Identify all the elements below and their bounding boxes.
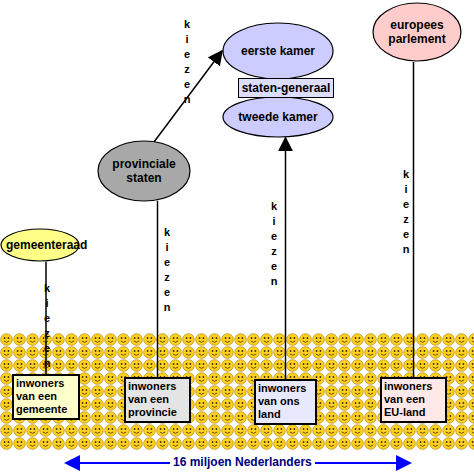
node-text: staten-generaal [242, 81, 331, 95]
population-label: 16 miljoen Nederlanders [170, 455, 315, 469]
citizens-box: inwoners van een provincie [124, 377, 191, 423]
vote-connector [413, 62, 415, 377]
node-text: europees parlement [378, 18, 456, 46]
node-text: gemeenteraad [6, 238, 74, 252]
citizens-box: inwoners van een gemeente [12, 374, 80, 420]
node-text: inwoners van een provincie [128, 380, 187, 419]
chamber-ellipse: tweede kamer [222, 96, 334, 138]
node-text: inwoners van een EU-land [384, 380, 443, 419]
node-text: provinciale staten [103, 157, 185, 185]
node-text: eerste kamer [241, 44, 315, 58]
edge-label: kiezen [181, 18, 192, 108]
smiley-crowd [0, 333, 474, 450]
province-ellipse: provinciale staten [97, 140, 191, 202]
states-general-band: staten-generaal [238, 78, 334, 98]
citizens-box: inwoners van ons land [254, 379, 317, 425]
edge-label: kiezen [161, 226, 172, 316]
vote-connector [285, 138, 287, 379]
edge-label: kiezen [400, 168, 411, 258]
edge-label: kiezen [41, 282, 52, 372]
parliament-ellipse: europees parlement [372, 2, 462, 62]
citizens-box: inwoners van een EU-land [380, 377, 447, 423]
vote-connector [157, 201, 159, 377]
node-text: inwoners van een gemeente [16, 377, 76, 416]
node-text: tweede kamer [238, 110, 317, 124]
node-text: inwoners van ons land [258, 382, 313, 421]
edge-label: kiezen [268, 200, 279, 290]
council-ellipse: gemeenteraad [0, 228, 80, 262]
chamber-ellipse: eerste kamer [222, 22, 334, 80]
